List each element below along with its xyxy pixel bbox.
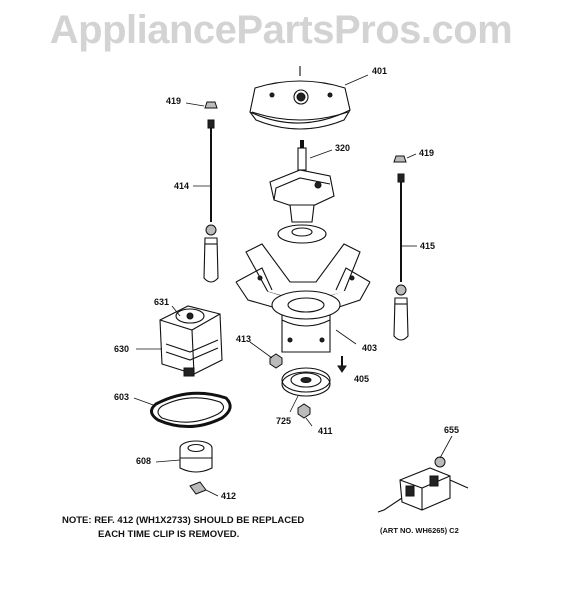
part-608-clutch (155, 440, 213, 473)
watermark: AppliancePartsPros.com (49, 8, 513, 52)
part-320-transmission (269, 140, 335, 244)
part-413-nut (249, 341, 283, 369)
note-line-1: NOTE: REF. 412 (WH1X2733) SHOULD BE REPL… (62, 515, 305, 526)
label-412: 412 (221, 491, 237, 501)
label-401: 401 (372, 66, 388, 76)
part-630-motor (136, 305, 223, 377)
part-412-clip (189, 481, 219, 497)
part-419-cap-left (185, 101, 218, 109)
label-320: 320 (335, 143, 351, 153)
label-413: 413 (236, 334, 252, 344)
label-630: 630 (114, 344, 130, 354)
label-419-left: 419 (166, 96, 182, 106)
label-415: 415 (420, 241, 436, 251)
label-725: 725 (276, 416, 292, 426)
part-414-suspension-rod-left (193, 119, 219, 283)
label-608: 608 (136, 456, 152, 466)
replacement-note: NOTE: REF. 412 (WH1X2733) SHOULD BE REPL… (62, 514, 304, 542)
label-411: 411 (318, 426, 333, 436)
art-number: (ART NO. WH6265) C2 (380, 526, 459, 535)
part-403-mounting-bracket (235, 243, 371, 353)
label-631: 631 (154, 297, 170, 307)
part-401-cover (249, 66, 369, 130)
part-405-bolt (337, 356, 347, 373)
part-419-cap-right (393, 153, 417, 163)
label-603: 603 (114, 392, 130, 402)
note-line-2: EACH TIME CLIP IS REMOVED. (98, 529, 240, 540)
part-411-nut (297, 403, 313, 427)
part-725-pulley (281, 367, 331, 413)
label-403: 403 (362, 343, 378, 353)
label-405: 405 (354, 374, 370, 384)
label-414: 414 (174, 181, 190, 191)
label-419-right: 419 (419, 148, 435, 158)
label-655: 655 (444, 425, 460, 435)
part-415-suspension-rod-right (393, 173, 417, 341)
part-603-drive-belt (133, 391, 232, 429)
part-655-shifter-assembly (377, 435, 469, 513)
